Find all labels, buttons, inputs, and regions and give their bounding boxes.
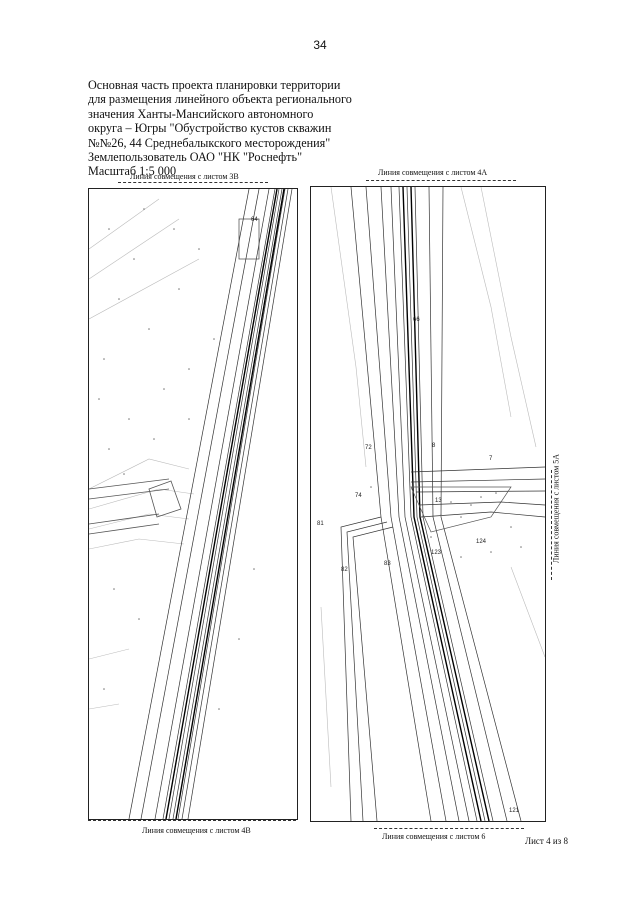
point-label-121: 121: [509, 808, 520, 814]
point-label-83: 83: [384, 561, 391, 567]
point-label-82: 82: [341, 567, 348, 573]
match-line-dash: [118, 182, 268, 183]
document-heading: Основная часть проекта планировки террит…: [88, 78, 378, 179]
heading-line: №№26, 44 Среднебалыкского месторождения": [88, 135, 331, 150]
match-line-caption-right-bottom: Линия совмещения с листом 6: [382, 832, 486, 841]
heading-line: Основная часть проекта планировки террит…: [88, 78, 341, 92]
point-label-8: 8: [432, 443, 436, 449]
heading-line: Землепользователь ОАО "НК "Роснефть": [88, 150, 303, 165]
match-line-dash: [366, 180, 516, 181]
point-label-123: 123: [431, 550, 442, 556]
match-line-caption-right-side: Линия совмещения с листом 5А: [551, 453, 561, 564]
match-line-caption-left-top: Линия совмещения с листом 3В: [130, 172, 239, 181]
point-label-13: 13: [435, 498, 442, 504]
heading-line: значения Ханты-Мансийского автономного: [88, 106, 314, 121]
match-line-caption-right-top: Линия совмещения с листом 4А: [378, 168, 488, 177]
heading-line: для размещения линейного объекта региона…: [88, 92, 352, 107]
point-label-72: 72: [365, 445, 372, 451]
heading-line: округа – Югры "Обустройство кустов скваж…: [88, 121, 332, 136]
map-sheet-left: 64: [88, 188, 298, 820]
map-drawing-left: 64: [89, 189, 293, 819]
map-drawing-right: 66 72 8 7 74 13 81 123 124 82 83 121: [317, 187, 545, 821]
page-number: 34: [313, 38, 327, 52]
point-label-7: 7: [489, 456, 493, 462]
heading-scale: Масштаб 1:5 000: [88, 164, 177, 179]
sheet-index: Лист 4 из 8: [525, 836, 568, 846]
point-label-81: 81: [317, 521, 324, 527]
map-sheet-right: 66 72 8 7 74 13 81 123 124 82 83 121: [310, 186, 546, 822]
point-label-124: 124: [476, 539, 487, 545]
match-line-dash: [88, 820, 296, 821]
match-line-dash: [374, 828, 524, 829]
point-label-64: 64: [251, 217, 258, 223]
point-label-66: 66: [413, 317, 420, 323]
match-line-dash: [551, 470, 552, 580]
match-line-caption-left-bottom: Линия совмещения с листом 4В: [142, 826, 251, 835]
point-label-74: 74: [355, 493, 362, 499]
